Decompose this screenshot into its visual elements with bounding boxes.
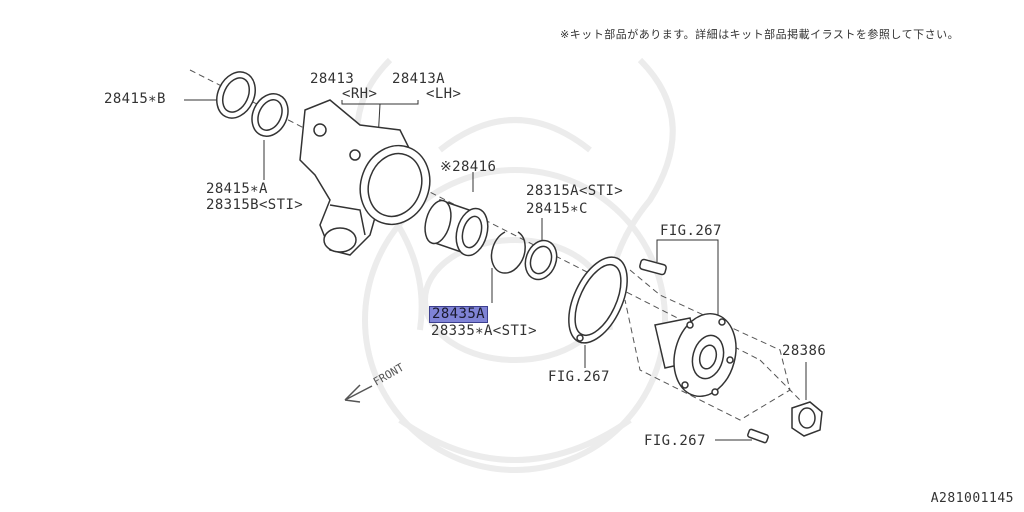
seal-28415c[interactable] <box>520 236 562 284</box>
axle-nut-28386[interactable] <box>791 401 823 437</box>
front-label: FRONT <box>371 361 407 389</box>
snap-ring-28435a[interactable] <box>490 231 526 274</box>
label-28435a-selected[interactable]: 28435A <box>429 306 488 323</box>
hub-bolt-top[interactable] <box>639 258 667 276</box>
label-28315a-sti[interactable]: 28315A<STI> <box>526 183 624 199</box>
sensor-ring[interactable] <box>557 248 639 352</box>
label-rh: <RH> <box>342 86 378 102</box>
label-fig267-bottom[interactable]: FIG.267 <box>644 433 706 449</box>
label-lh: <LH> <box>426 86 462 102</box>
seal-28415a[interactable] <box>245 88 294 142</box>
label-28413[interactable]: 28413 <box>310 71 355 87</box>
label-28335a-sti[interactable]: 28335∗A<STI> <box>431 323 537 339</box>
label-fig267-mid[interactable]: FIG.267 <box>548 369 610 385</box>
label-28415c[interactable]: 28415∗C <box>526 201 588 217</box>
watermark-emblem <box>354 57 676 473</box>
label-28315b-sti[interactable]: 28315B<STI> <box>206 197 304 213</box>
label-28413a[interactable]: 28413A <box>392 71 445 87</box>
label-28415a[interactable]: 28415∗A <box>206 181 268 197</box>
seal-28415b[interactable] <box>210 66 263 125</box>
front-arrow-icon <box>344 384 373 403</box>
label-28415b[interactable]: 28415∗B <box>104 91 166 107</box>
label-28416[interactable]: ※28416 <box>440 159 497 175</box>
assembly-axis <box>189 69 801 421</box>
leader-lines <box>184 99 807 441</box>
knuckle-housing[interactable] <box>299 99 441 256</box>
bearing-28416[interactable] <box>421 198 493 259</box>
kit-note: ※キット部品があります。詳細はキット部品掲載イラストを参照して下さい。 <box>560 28 960 41</box>
hub[interactable] <box>654 307 745 404</box>
hub-bolt-bottom[interactable] <box>747 428 769 444</box>
label-fig267-top[interactable]: FIG.267 <box>660 223 722 239</box>
illustration-number: A281001145 <box>930 491 1014 506</box>
label-28386[interactable]: 28386 <box>782 343 827 359</box>
